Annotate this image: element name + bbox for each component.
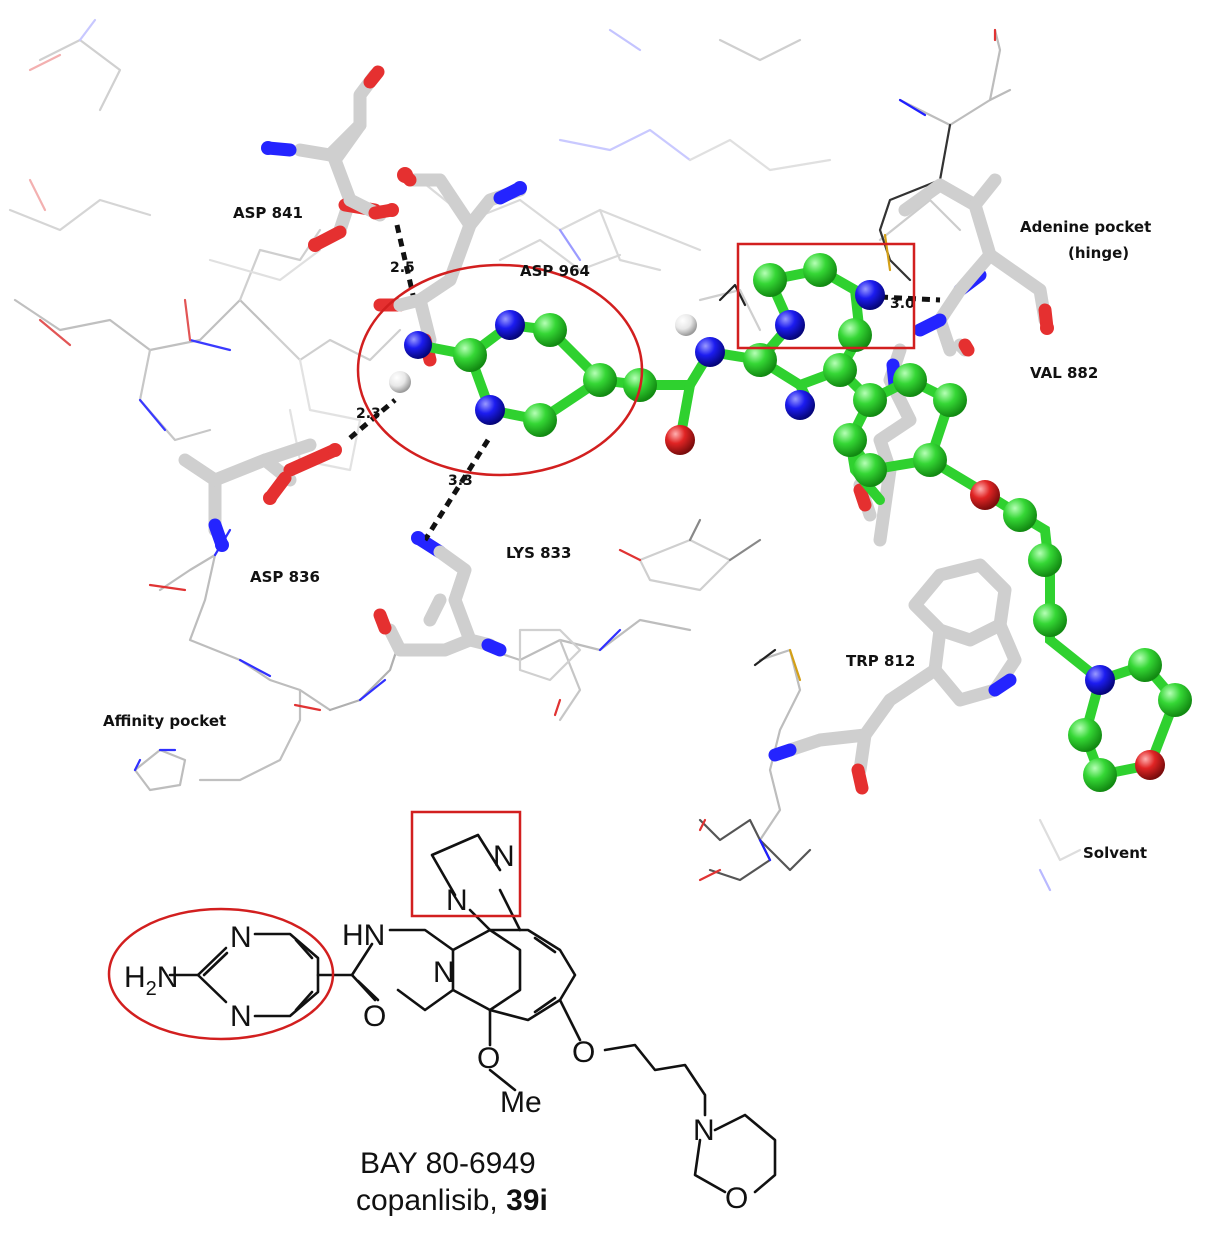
label-lys833: LYS 833 <box>506 544 571 562</box>
structure-2d: H2N N N HN O N N N O Me O N O <box>107 810 777 1215</box>
atom-n-imid-double: N <box>493 840 515 873</box>
highlights-3d <box>356 242 916 477</box>
atom-hn: HN <box>342 919 385 952</box>
ligand-ball-and-stick <box>215 66 1192 794</box>
caption-bold: 39i <box>506 1184 548 1217</box>
caption-line1: BAY 80-6949 <box>360 1147 536 1180</box>
distance-3-0: 3.0 <box>890 296 915 312</box>
label-val882: VAL 882 <box>1030 364 1098 382</box>
residue-labels: ASP 841 ASP 964 ASP 836 LYS 833 VAL 882 … <box>103 204 1151 862</box>
atom-o-carbonyl: O <box>363 1000 386 1033</box>
distance-2-5: 2.5 <box>390 260 415 276</box>
label-solvent: Solvent <box>1083 844 1147 862</box>
atom-n-morph: N <box>693 1114 715 1147</box>
label-asp836: ASP 836 <box>250 568 320 586</box>
atom-o-ether: O <box>572 1036 595 1069</box>
distance-labels: 2.5 2.3 3.3 3.0 <box>356 260 915 489</box>
caption-line2: copanlisib, 39i <box>356 1184 548 1217</box>
atom-o-methoxy: O <box>477 1042 500 1075</box>
atom-o-morph: O <box>725 1182 748 1215</box>
label-hinge: (hinge) <box>1068 244 1129 262</box>
hydrogen-bonds <box>348 224 941 542</box>
caption-name: copanlisib, <box>356 1184 498 1217</box>
label-affinity-pocket: Affinity pocket <box>103 712 226 730</box>
atom-n-quin: N <box>433 956 455 989</box>
label-trp812: TRP 812 <box>846 652 915 670</box>
atom-n-pyr-bottom: N <box>230 1000 252 1033</box>
atom-n-pyr-top: N <box>230 921 252 954</box>
label-adenine-pocket: Adenine pocket <box>1020 218 1151 236</box>
atom-h2n: H2N <box>124 961 178 1000</box>
atom-n-imid-ring: N <box>446 884 468 917</box>
distance-3-3: 3.3 <box>448 473 473 489</box>
atom-me: Me <box>500 1086 542 1119</box>
label-asp841: ASP 841 <box>233 204 303 222</box>
label-asp964: ASP 964 <box>520 262 590 280</box>
compound-caption: BAY 80-6949 copanlisib, 39i <box>356 1147 548 1217</box>
